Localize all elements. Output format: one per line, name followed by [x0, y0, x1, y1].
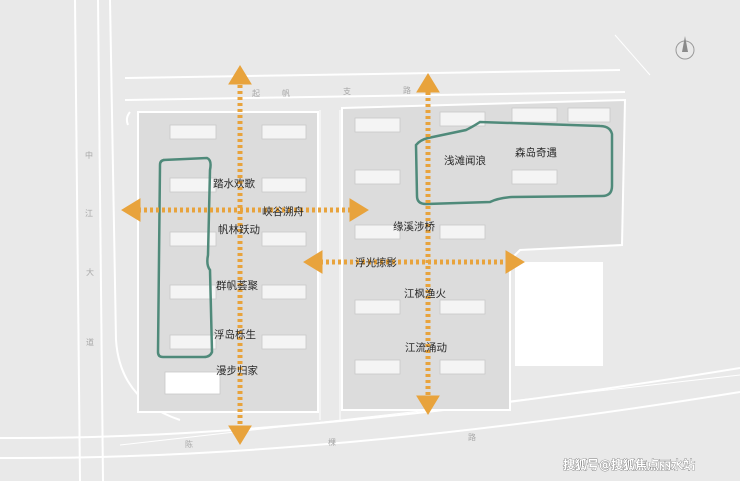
spot-label: 江流涌动: [405, 341, 447, 354]
spot-label: 踏水欢歌: [213, 177, 255, 190]
road-name: 江: [85, 209, 93, 218]
road-name: 大: [86, 267, 94, 277]
spot-label: 浮光掠影: [355, 256, 397, 269]
spot-label: 漫步归家: [216, 364, 258, 377]
buildings: [164, 107, 611, 395]
view-axes: [121, 65, 525, 445]
spot-label: 群帆荟聚: [216, 279, 258, 292]
road-name: 路: [403, 85, 411, 95]
spot-label: 帆林跃动: [218, 223, 260, 236]
road-name: 起: [252, 89, 260, 98]
east-loop-path: [414, 120, 614, 206]
road-name: 陈: [185, 439, 193, 449]
road-name: 棵: [328, 437, 336, 447]
road-name: 中: [85, 150, 93, 160]
empty-plot: [515, 262, 603, 366]
spot-label: 缘溪涉桥: [393, 220, 435, 233]
road-name: 帆: [282, 88, 290, 98]
spot-label: 浅滩闻浪: [444, 154, 486, 167]
spot-labels: 踏水欢歌 峡谷溯舟 帆林跃动 群帆荟聚 浮岛栎生 漫步归家 浅滩闻浪 森岛奇遇 …: [213, 146, 557, 377]
road-name: 支: [343, 86, 351, 96]
spot-label: 森岛奇遇: [515, 146, 557, 159]
spot-label: 峡谷溯舟: [262, 205, 304, 218]
road-names: 起 帆 支 路 中 江 大 道 陈 棵 路: [85, 85, 476, 449]
watermark-text: 搜狐号@搜狐焦点丽水站: [563, 457, 695, 472]
road-name: 路: [468, 432, 476, 442]
road-name: 道: [86, 337, 94, 347]
compass-icon: [675, 36, 695, 60]
spot-label: 江枫渔火: [404, 287, 446, 300]
spot-label: 浮岛栎生: [214, 328, 256, 341]
loop-paths: [156, 120, 614, 359]
west-loop-path: [156, 156, 214, 359]
